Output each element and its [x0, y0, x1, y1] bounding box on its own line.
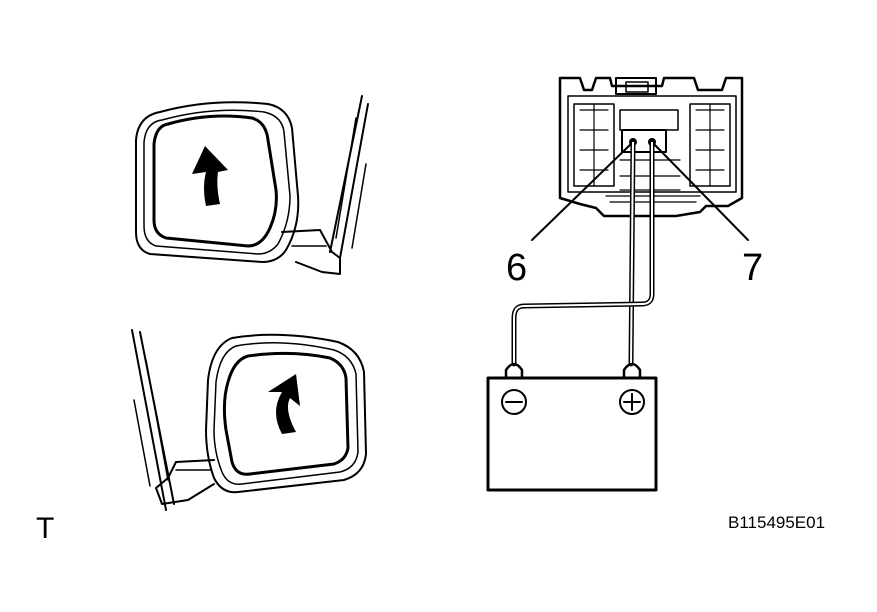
mirror-arrow-upper-icon	[192, 146, 228, 206]
mirror-lower	[131, 329, 367, 511]
mirror-upper	[135, 95, 369, 275]
figure-code: B115495E01	[728, 513, 825, 532]
corner-mark: T	[36, 512, 54, 545]
wiring	[511, 139, 655, 367]
battery-minus-icon	[501, 389, 527, 415]
battery	[486, 362, 658, 492]
pin-label-7: 7	[742, 247, 763, 289]
leader-line-pin-7	[651, 141, 749, 241]
mirror-arrow-lower-icon	[268, 374, 300, 434]
leader-line-pin-6	[531, 141, 634, 241]
pin-label-6: 6	[506, 247, 527, 289]
battery-plus-icon	[619, 389, 645, 415]
